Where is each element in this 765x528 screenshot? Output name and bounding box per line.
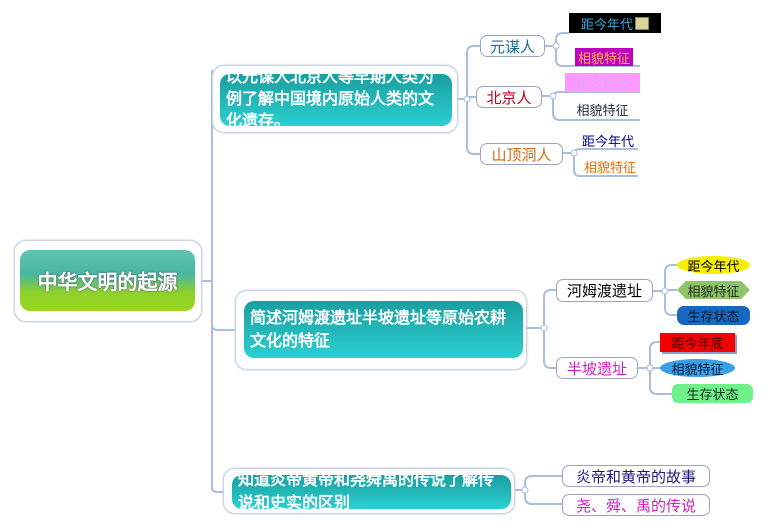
node-beijing[interactable]: 北京人: [476, 86, 542, 108]
leaf-hemudu-appearance[interactable]: 相貌特征: [677, 281, 750, 299]
branch-early-humans[interactable]: 以元谋人北京人等早期人类为例了解中国境内原始人类的文化遗存。: [212, 65, 458, 133]
node-yandi-huangdi[interactable]: 炎帝和黄帝的故事: [562, 465, 710, 487]
node-hemudu[interactable]: 河姆渡遗址: [556, 279, 653, 302]
leaf-shandingdong-date[interactable]: 距今年代: [581, 134, 634, 150]
branch-farming-culture-label: 简述河姆渡遗址半坡遗址等原始农耕文化的特征: [244, 301, 523, 358]
node-banpo[interactable]: 半坡遗址: [556, 357, 638, 379]
branch-label-text: 以元谋人北京人等早期人类为例了解中国境内原始人类的文化遗存。: [226, 74, 435, 126]
root-label: 中华文明的起源: [20, 250, 195, 311]
banpo-connector: [638, 341, 672, 395]
leaf-beijing-date[interactable]: 距今年代: [565, 73, 640, 92]
leaf-hemudu-living[interactable]: 生存状态: [677, 306, 750, 325]
leaf-banpo-appearance[interactable]: 相貌特征: [660, 359, 735, 378]
leaf-hemudu-date[interactable]: 距今年代: [677, 256, 750, 275]
leaf-shandingdong-appearance[interactable]: 相貌特征: [583, 160, 636, 176]
leaf-beijing-appearance[interactable]: 相貌特征: [576, 104, 629, 119]
leaf-text: 距今年代: [580, 17, 633, 33]
node-yuanmou[interactable]: 元谋人: [480, 35, 545, 57]
node-shandingdong[interactable]: 山顶洞人: [480, 143, 563, 165]
node-yao-shun-yu[interactable]: 尧、舜、禹的传说: [562, 494, 710, 516]
branch-legends-label: 知道炎帝黄帝和尧舜禹的传说了解传说和史实的区别: [232, 475, 511, 509]
leaf-banpo-living[interactable]: 生存状态: [672, 384, 753, 403]
spine: [211, 70, 236, 493]
leaf-yuanmou-date[interactable]: 距今年代: [569, 13, 661, 33]
hemudu-connector: [653, 264, 677, 316]
leaf-banpo-date[interactable]: 距今年底: [660, 333, 735, 352]
branch-legends[interactable]: 知道炎帝黄帝和尧舜禹的传说了解传说和史实的区别: [223, 468, 515, 514]
branch-early-humans-label: 以元谋人北京人等早期人类为例了解中国境内原始人类的文化遗存。: [220, 74, 452, 126]
leaf-yuanmou-appearance[interactable]: 相貌特征: [575, 48, 633, 67]
branch-label-text: 知道炎帝黄帝和尧舜禹的传说了解传说和史实的区别: [238, 475, 495, 509]
branch1-connector: [458, 45, 480, 155]
branch-farming-culture[interactable]: 简述河姆渡遗址半坡遗址等原始农耕文化的特征: [235, 290, 527, 370]
root-node[interactable]: 中华文明的起源: [14, 240, 202, 322]
note-icon[interactable]: [635, 16, 649, 30]
